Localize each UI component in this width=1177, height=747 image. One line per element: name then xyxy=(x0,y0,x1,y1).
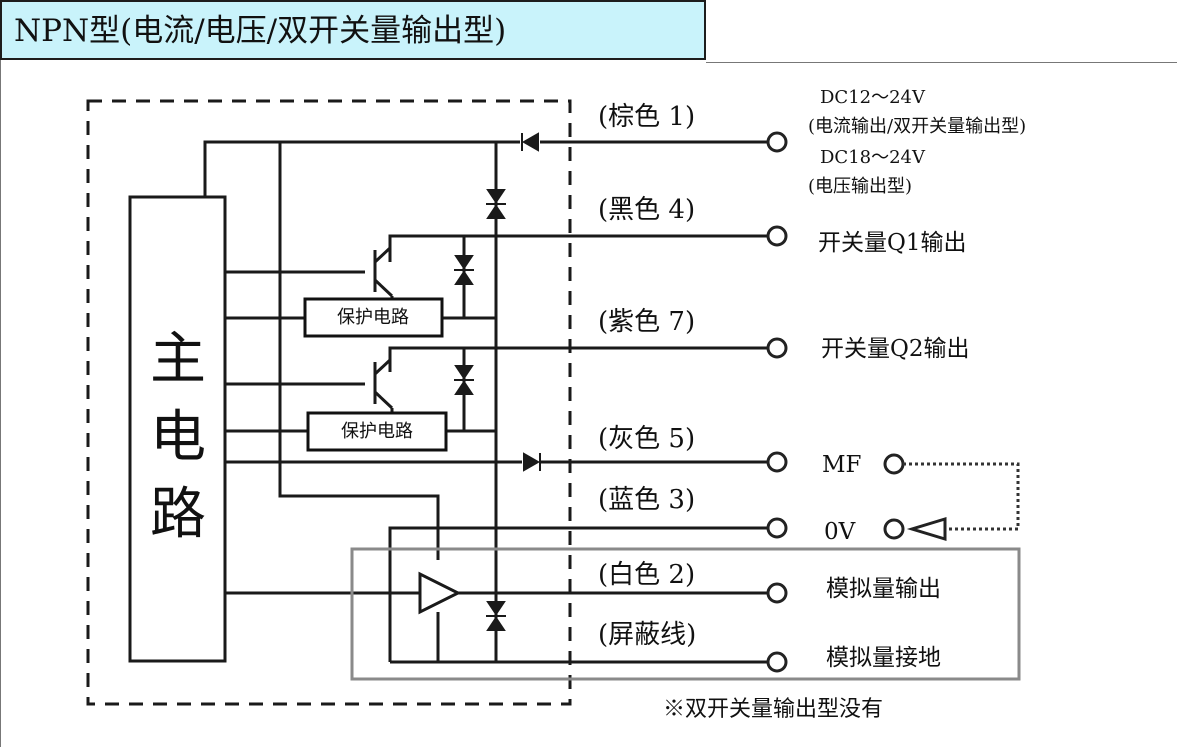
wire-amp-feed xyxy=(278,142,440,560)
supply-note-1: DC12～24V xyxy=(820,87,926,108)
output-label-purple: 开关量Q2输出 xyxy=(821,336,970,362)
wire-label-grey: (灰色 5) xyxy=(598,424,695,454)
wire-brown xyxy=(203,140,768,197)
diode-grey xyxy=(523,452,541,472)
terminal-brown xyxy=(766,131,788,153)
protection-box-1 xyxy=(303,297,444,338)
main-circuit-char-1: 主 xyxy=(150,327,206,392)
protection-box-2 xyxy=(306,411,448,452)
frame-border-top xyxy=(706,62,1177,63)
output-label-blue: 0V xyxy=(824,519,856,545)
footnote: ※双开关量输出型没有 xyxy=(663,697,883,722)
wire-black xyxy=(388,234,768,262)
zener-q1 xyxy=(454,255,474,285)
main-circuit-char-3: 路 xyxy=(150,482,206,547)
zener-q2 xyxy=(454,365,474,395)
wire-blue xyxy=(388,526,768,662)
protection-label-1: 保护电路 xyxy=(337,307,409,328)
wire-label-purple: (紫色 7) xyxy=(598,307,695,337)
main-circuit-block xyxy=(128,195,227,663)
supply-note-3: DC18～24V xyxy=(820,147,926,168)
supply-note-4: (电压输出型) xyxy=(808,176,912,197)
terminal-mf-loop xyxy=(883,453,905,475)
terminal-purple xyxy=(766,337,788,359)
output-label-black: 开关量Q1输出 xyxy=(818,230,967,256)
wire-label-brown: (棕色 1) xyxy=(598,102,695,132)
page-title: NPN型(电流/电压/双开关量输出型) xyxy=(0,0,706,60)
main-circuit-char-2: 电 xyxy=(150,405,206,470)
terminal-black xyxy=(766,225,788,247)
wire-label-blue: (蓝色 3) xyxy=(598,485,695,515)
terminal-0v-loop xyxy=(883,518,905,540)
loop-arrow-icon xyxy=(906,516,947,542)
sensor-enclosure xyxy=(86,99,572,706)
protection-label-2: 保护电路 xyxy=(341,421,413,442)
analog-section-frame xyxy=(350,547,1021,681)
output-label-grey: MF xyxy=(822,452,862,478)
frame-border-left xyxy=(0,60,1,747)
wire-label-white: (白色 2) xyxy=(598,560,695,590)
terminal-grey xyxy=(766,451,788,473)
output-label-white: 模拟量输出 xyxy=(826,576,941,602)
zener-supply xyxy=(486,189,506,219)
terminal-white xyxy=(766,582,788,604)
supply-note-2: (电流输出/双开关量输出型) xyxy=(808,116,1026,137)
mf-loop-wire xyxy=(903,462,1020,531)
terminal-blue xyxy=(766,517,788,539)
wire-label-black: (黑色 4) xyxy=(598,195,695,225)
wire-label-shield: (屏蔽线) xyxy=(598,620,696,650)
diode-brown xyxy=(521,132,539,152)
terminal-shield xyxy=(766,651,788,673)
wire-purple xyxy=(388,346,768,372)
output-label-shield: 模拟量接地 xyxy=(826,645,941,671)
zener-analog xyxy=(486,601,506,631)
amplifier-icon xyxy=(418,571,462,615)
